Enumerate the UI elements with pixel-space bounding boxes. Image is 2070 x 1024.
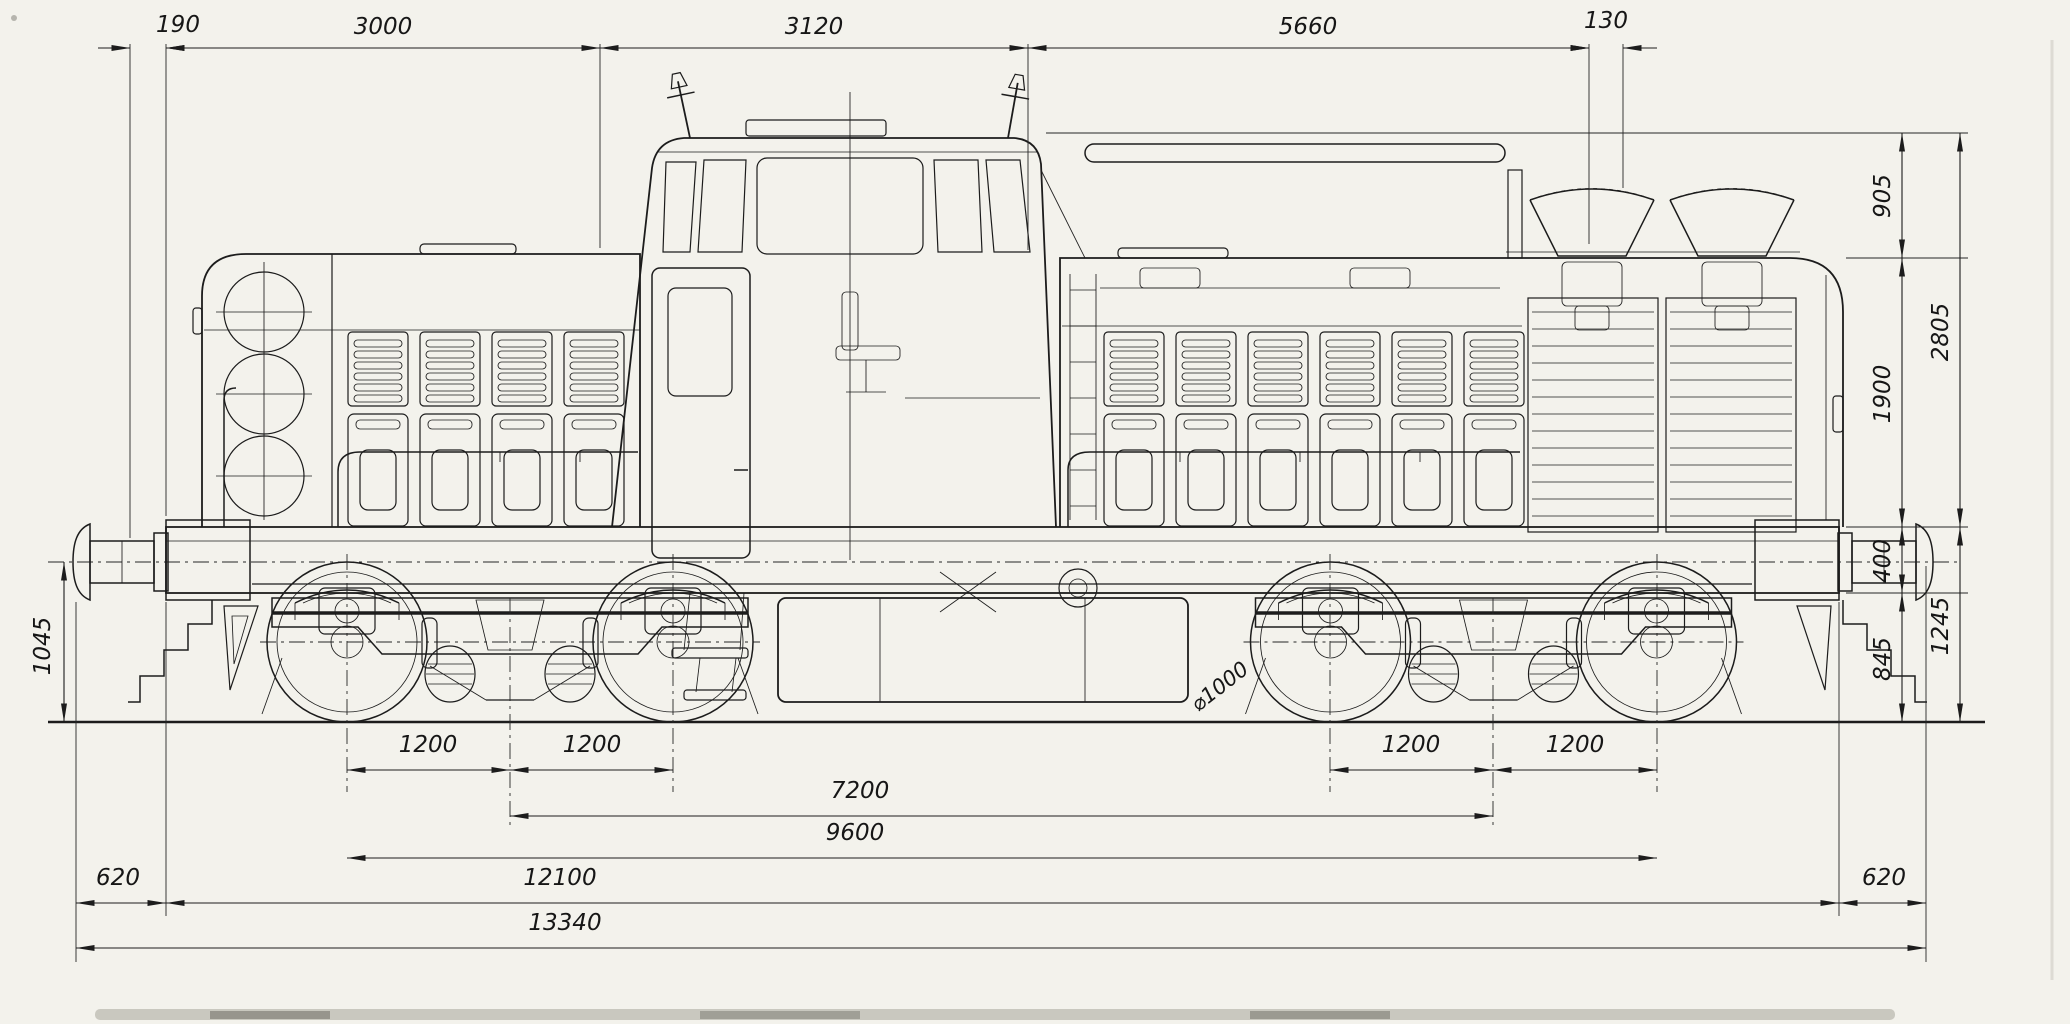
handrail-rear-hood xyxy=(1067,451,1520,527)
dim-label-905: 905 xyxy=(1870,174,1896,218)
step-bracket-right xyxy=(1796,605,1832,691)
dim-label-3000: 3000 xyxy=(354,14,413,40)
dim-left-buffer-height: 1045 xyxy=(30,562,67,722)
dim-label-2805: 2805 xyxy=(1928,303,1954,362)
dim-label-190: 190 xyxy=(156,12,200,38)
cab-windows xyxy=(662,157,1031,255)
dim-label-845: 845 xyxy=(1870,637,1896,681)
cab-door xyxy=(651,267,751,559)
dim-label-400: 400 xyxy=(1870,539,1896,583)
steps-left xyxy=(128,600,213,703)
radiator-grilles xyxy=(1527,297,1797,533)
dim-label-1900: 1900 xyxy=(1870,365,1896,424)
hood-vent-hatch xyxy=(1117,247,1229,259)
door-panels-rear xyxy=(1103,413,1525,527)
step-bracket-left xyxy=(223,605,259,691)
headstock-left xyxy=(165,519,251,601)
door-window xyxy=(667,287,733,397)
underframe xyxy=(128,519,1927,703)
scan-artifacts xyxy=(11,15,2054,1020)
dim-label-3120: 3120 xyxy=(785,14,844,40)
buffer-right xyxy=(1837,522,1934,602)
dim-label-12100: 12100 xyxy=(523,865,596,891)
louver-panels-rear xyxy=(1103,331,1525,407)
hood-roof-hatch xyxy=(419,243,517,255)
dim-label-1200-c: 1200 xyxy=(1382,732,1441,758)
dim-label-130: 130 xyxy=(1584,8,1628,34)
dim-label-5660: 5660 xyxy=(1279,14,1338,40)
fuel-tank xyxy=(777,597,1189,703)
dim-label-1245: 1245 xyxy=(1928,597,1954,656)
door-panels-front xyxy=(347,413,625,527)
dim-label-620-left: 620 xyxy=(96,865,140,891)
front-marker-light xyxy=(192,307,203,335)
dim-label-1200-b: 1200 xyxy=(563,732,622,758)
dim-bottom: 1200 1200 1200 1200 7200 9600 620 12100 … xyxy=(75,554,1927,962)
horn-mast-front xyxy=(667,71,695,139)
windshield xyxy=(756,157,924,255)
drive-coupling xyxy=(1058,568,1098,608)
rear-hood xyxy=(1059,143,1844,533)
dim-top-chain: 190 3000 3120 5660 130 xyxy=(98,8,1657,538)
driver-seat xyxy=(835,291,901,393)
headstock-right xyxy=(1754,519,1840,601)
cab-steps xyxy=(671,592,749,701)
handrail-front-hood xyxy=(337,451,638,527)
horn-mast-rear xyxy=(1001,73,1030,139)
handrail-front-vertical xyxy=(223,387,237,527)
dim-label-1200-d: 1200 xyxy=(1546,732,1605,758)
dim-axle-spacing: 1200 1200 1200 1200 xyxy=(347,732,1657,773)
rear-marker-light xyxy=(1832,395,1844,433)
louver-panels-front xyxy=(347,331,625,407)
front-hood xyxy=(192,243,641,527)
dim-label-7200: 7200 xyxy=(831,778,890,804)
cab xyxy=(611,71,1086,559)
steps-right xyxy=(1842,600,1927,703)
exhaust-stack xyxy=(1507,169,1523,259)
dim-right-heights: 905 1900 400 845 2805 1245 xyxy=(1046,132,1968,722)
dim-label-13340: 13340 xyxy=(528,910,601,936)
dim-label-9600: 9600 xyxy=(826,820,885,846)
buffer-left xyxy=(72,522,169,602)
dim-label-1200-a: 1200 xyxy=(399,732,458,758)
exhaust-silencer xyxy=(1084,143,1506,163)
dim-label-620-right: 620 xyxy=(1862,865,1906,891)
roof-hatch xyxy=(745,119,887,137)
dim-label-1045: 1045 xyxy=(30,617,56,676)
